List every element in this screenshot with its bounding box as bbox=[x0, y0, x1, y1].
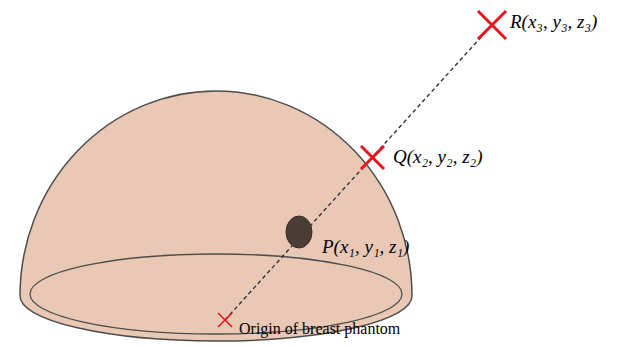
dashed-ray bbox=[225, 25, 492, 320]
cross-mark bbox=[478, 11, 506, 39]
cross-mark bbox=[361, 146, 384, 169]
origin-label: Origin of breast phantom bbox=[239, 320, 400, 338]
cross-mark bbox=[218, 313, 232, 327]
origin-mark bbox=[218, 313, 232, 327]
cross-mark bbox=[218, 313, 232, 327]
tumour-blob bbox=[286, 216, 312, 248]
point-label: Q(x₂, y₂, z₂) bbox=[393, 147, 482, 168]
cross-mark bbox=[478, 11, 506, 39]
point-label: P(x₁, y₁, z₁) bbox=[322, 237, 409, 258]
point-label: R(x₃, y₃, z₃) bbox=[510, 12, 597, 33]
hemisphere-dome bbox=[20, 91, 412, 341]
cross-mark bbox=[361, 146, 384, 169]
point-marks bbox=[361, 11, 506, 169]
